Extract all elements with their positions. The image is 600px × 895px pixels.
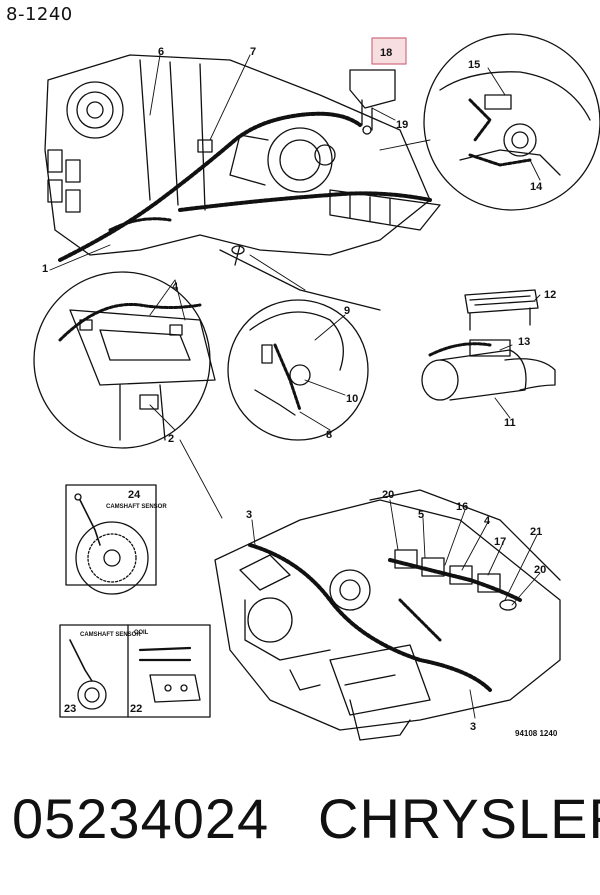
- callout-15: 15: [468, 59, 480, 71]
- camshaft-sensor-label-bottom: CAMSHAFT SENSOR: [80, 632, 141, 638]
- callout-14: 14: [530, 181, 543, 193]
- inset-middle: [227, 299, 369, 441]
- callout-4-b: 4: [484, 515, 491, 527]
- engine-bay-view: [214, 489, 561, 741]
- camshaft-sensor-label-top: CAMSHAFT SENSOR: [106, 504, 167, 510]
- callout-5: 5: [418, 509, 424, 521]
- callout-18: 18: [380, 47, 392, 59]
- callout-19: 19: [396, 119, 408, 131]
- inset-camshaft-sensor: [65, 484, 157, 595]
- coil-label: COIL: [134, 630, 149, 636]
- callout-7: 7: [250, 46, 256, 58]
- engine-top-view: [44, 54, 441, 311]
- callout-18-highlight: [371, 37, 407, 65]
- callout-12: 12: [544, 289, 556, 301]
- callout-17: 17: [494, 536, 506, 548]
- callout-23: 23: [64, 703, 76, 715]
- part-number: 05234024: [12, 787, 270, 850]
- figure-code: 94108 1240: [515, 729, 558, 738]
- callout-24: 24: [128, 489, 141, 501]
- callout-3: 3: [246, 509, 252, 521]
- inset-top-right: [423, 33, 600, 211]
- callout-4: 4: [172, 281, 179, 293]
- brand-name: CHRYSLER: [318, 787, 600, 850]
- inset-left: [33, 271, 216, 449]
- page-reference: 8-1240: [6, 4, 73, 25]
- callout-8: 8: [326, 429, 332, 441]
- callout-2: 2: [168, 433, 174, 445]
- inset-sensor-coil: [59, 624, 211, 718]
- air-cleaner-assembly: [421, 289, 556, 419]
- callout-16: 16: [456, 501, 468, 513]
- callout-11: 11: [504, 417, 516, 429]
- callout-1: 1: [42, 263, 48, 275]
- callout-21: 21: [530, 526, 542, 538]
- callout-3-b: 3: [470, 721, 476, 733]
- callout-10: 10: [346, 393, 358, 405]
- callout-13: 13: [518, 336, 530, 348]
- callout-20-b: 20: [534, 564, 546, 576]
- callout-6: 6: [158, 46, 164, 58]
- callout-22: 22: [130, 703, 142, 715]
- callout-9: 9: [344, 305, 350, 317]
- footer: 05234024 CHRYSLER: [0, 778, 600, 878]
- callout-20: 20: [382, 489, 394, 501]
- wiring-diagram: 1 2 3 3 4 4 5 6 7 8 9 10 11 12 13 14 15 …: [33, 33, 600, 741]
